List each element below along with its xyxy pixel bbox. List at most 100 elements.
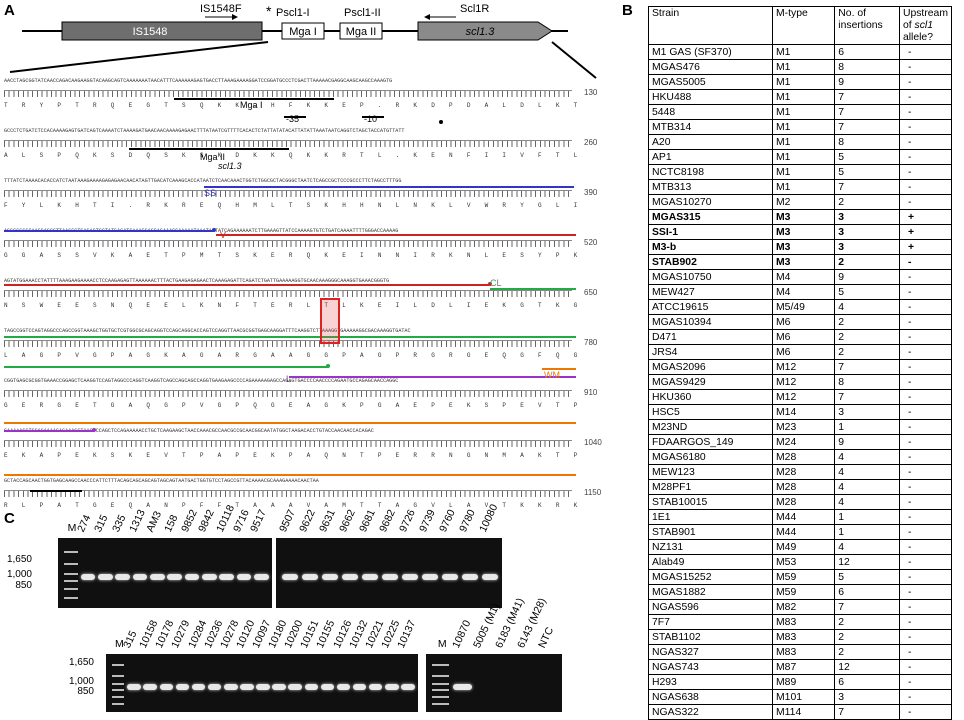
sequence-ruler bbox=[4, 140, 572, 147]
minus10-label: -10 bbox=[364, 114, 378, 124]
cell-strain: MGAS9429 bbox=[647, 374, 774, 390]
cell-insertions: 6 bbox=[834, 584, 900, 600]
protein-sequence-line: F Y L K H T I . R K R E Q H M L T S K H … bbox=[4, 202, 579, 209]
minus35-label: -35 bbox=[286, 114, 300, 124]
cell-strain: MGAS10270 bbox=[647, 194, 774, 210]
cell-upstream: - bbox=[898, 479, 953, 495]
cell-mtype: M6 bbox=[772, 314, 836, 330]
cell-mtype: M28 bbox=[772, 494, 836, 510]
mga2-binding-bar bbox=[129, 148, 289, 150]
cell-strain: STAB10015 bbox=[647, 494, 774, 510]
pcr-band bbox=[304, 684, 319, 690]
ladder-band bbox=[63, 550, 78, 553]
zoom-line-right bbox=[551, 41, 597, 79]
header-strain: Strain bbox=[647, 6, 774, 45]
panel-c-label: C bbox=[4, 510, 15, 527]
header-upstream-prefix: Upstream of bbox=[902, 8, 948, 31]
pcr-band bbox=[254, 574, 269, 580]
pcr-band bbox=[150, 574, 165, 580]
cell-insertions: 8 bbox=[834, 134, 900, 150]
cell-insertions: 3 bbox=[834, 404, 900, 420]
cell-upstream: - bbox=[898, 464, 953, 480]
promoter-2-label: Pscl1-II bbox=[344, 7, 381, 19]
cell-insertions: 3 bbox=[834, 224, 900, 240]
pcr-band bbox=[132, 574, 148, 580]
v-end-dot bbox=[488, 282, 492, 286]
protein-sequence-line: E K A P E K S K E V T P A P E K P A Q N … bbox=[4, 452, 579, 459]
protein-sequence-line: T R Y P T R Q E G T S Q K K . H F K K E … bbox=[4, 102, 579, 109]
cell-insertions: 5 bbox=[834, 164, 900, 180]
dna-sequence-line: GAAAAAGCTCCAGAAAAGAGAAAGGTAACTCCAGCTCCAG… bbox=[4, 428, 374, 434]
cell-insertions: 2 bbox=[834, 644, 900, 660]
marker-lane-label: M bbox=[67, 522, 77, 534]
sequence-ruler bbox=[4, 390, 572, 397]
v-region-bar bbox=[216, 234, 576, 236]
sequence-position-number: 650 bbox=[584, 288, 598, 297]
cell-insertions: 7 bbox=[834, 104, 900, 120]
sequence-position-number: 130 bbox=[584, 88, 598, 97]
ladder-band bbox=[111, 688, 125, 691]
cell-insertions: 4 bbox=[834, 449, 900, 465]
header-upstream: Upstream of scl1 allele? bbox=[898, 6, 953, 45]
panel-b-label: B bbox=[622, 2, 633, 19]
l-region-label: L bbox=[286, 374, 292, 384]
ladder-band bbox=[63, 596, 78, 599]
header-mtype: M-type bbox=[772, 6, 836, 45]
sequence-ruler bbox=[4, 240, 572, 247]
cell-insertions: 7 bbox=[834, 179, 900, 195]
cell-mtype: M44 bbox=[772, 509, 836, 525]
cell-insertions: 7 bbox=[834, 704, 900, 720]
cell-upstream: - bbox=[898, 299, 953, 315]
cell-strain: NGAS327 bbox=[647, 644, 774, 660]
transcription-start-dot bbox=[439, 120, 443, 124]
cell-insertions: 3 bbox=[834, 689, 900, 705]
pcr-band bbox=[80, 574, 96, 580]
cell-insertions: 7 bbox=[834, 389, 900, 405]
ladder-band bbox=[111, 683, 125, 685]
wm-region-bar-cont2 bbox=[4, 474, 576, 476]
size-label-1650: 1,650 bbox=[6, 554, 32, 565]
wm-region-bar bbox=[542, 368, 576, 370]
wm-region-label: WM bbox=[544, 370, 560, 380]
cell-mtype: M1 bbox=[772, 179, 836, 195]
cell-upstream: - bbox=[898, 494, 953, 510]
ladder-band bbox=[432, 664, 450, 667]
cell-mtype: M83 bbox=[772, 614, 836, 630]
primer-reverse-label: Scl1R bbox=[460, 3, 489, 15]
protein-sequence-line: G E R G E T G A Q G P V G P Q G E A G K … bbox=[4, 402, 579, 409]
cell-strain: STAB901 bbox=[647, 524, 774, 540]
cell-upstream: - bbox=[898, 284, 953, 300]
mga2-box bbox=[339, 22, 383, 40]
cell-mtype: M83 bbox=[772, 629, 836, 645]
cell-mtype: M82 bbox=[772, 599, 836, 615]
cell-mtype: M2 bbox=[772, 194, 836, 210]
sequence-ruler bbox=[4, 440, 572, 447]
pcr-band bbox=[401, 684, 415, 690]
cell-upstream: - bbox=[898, 74, 953, 90]
cell-insertions: 4 bbox=[834, 299, 900, 315]
cell-strain: M1 GAS (SF370) bbox=[647, 44, 774, 60]
cell-strain: Alab49 bbox=[647, 554, 774, 570]
cell-insertions: 5 bbox=[834, 569, 900, 585]
cell-strain: FDAARGOS_149 bbox=[647, 434, 774, 450]
cell-insertions: 2 bbox=[834, 629, 900, 645]
cell-mtype: M1 bbox=[772, 89, 836, 105]
zoom-line-left bbox=[9, 41, 269, 73]
ladder-band bbox=[432, 688, 450, 691]
cell-strain: AP1 bbox=[647, 149, 774, 165]
ss-region-bar-cont bbox=[4, 230, 214, 232]
cl-region-bar-cont2 bbox=[4, 366, 329, 368]
cell-strain: MTB314 bbox=[647, 119, 774, 135]
sequence-position-number: 1040 bbox=[584, 438, 602, 447]
cell-upstream: - bbox=[898, 329, 953, 345]
cell-mtype: M12 bbox=[772, 374, 836, 390]
cell-insertions: 2 bbox=[834, 254, 900, 270]
cell-mtype: M5/49 bbox=[772, 299, 836, 315]
